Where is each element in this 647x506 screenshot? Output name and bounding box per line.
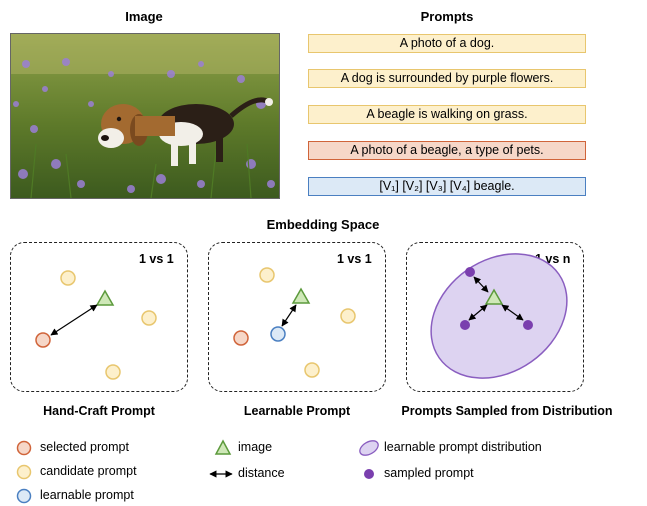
learnable-point [270, 326, 286, 342]
panel-2-title: Learnable Prompt [243, 404, 351, 418]
panel-distribution [406, 242, 584, 392]
distance-arrow [468, 304, 488, 321]
prompt-box-3: A beagle is walking on grass. [308, 105, 586, 124]
legend-sampled-prompt: sampled prompt [384, 466, 474, 480]
image-triangle [95, 289, 115, 306]
image-triangle [291, 287, 311, 304]
panel-3-title: Prompts Sampled from Distribution [401, 404, 613, 418]
legend-selected-prompt: selected prompt [40, 440, 129, 454]
candidate-point [340, 308, 356, 324]
prompt-box-5: [V₁] [V₂] [V₃] [V₄] beagle. [308, 177, 586, 196]
distance-arrow [473, 276, 489, 293]
learnable-prompt-legend-icon [16, 488, 32, 504]
legend-distribution: learnable prompt distribution [384, 440, 542, 454]
candidate-point [141, 310, 157, 326]
panel-3-points [430, 253, 568, 379]
panel-1-points [35, 270, 157, 380]
panel-learnable [208, 242, 386, 392]
prompts-header: Prompts [420, 9, 474, 24]
embedding-space-header: Embedding Space [266, 217, 380, 232]
prompt-box-4: A photo of a beagle, a type of pets. [308, 141, 586, 160]
dog-photo [10, 33, 280, 199]
legend-candidate-prompt: candidate prompt [40, 464, 137, 478]
panel-2-points [233, 267, 356, 378]
sampled-point [465, 267, 475, 277]
prompt-box-1: A photo of a dog. [308, 34, 586, 53]
selected-point [35, 332, 51, 348]
candidate-point [304, 362, 320, 378]
candidate-point [259, 267, 275, 283]
candidate-point [105, 364, 121, 380]
distribution-ellipse-icon [359, 440, 379, 456]
panel-hand-craft [10, 242, 188, 392]
sampled-dot-icon [364, 469, 374, 479]
distance-arrow [50, 304, 98, 336]
legend-distance: distance [238, 466, 285, 480]
selected-point [233, 330, 249, 346]
candidate-point [60, 270, 76, 286]
image-triangle-icon [214, 439, 232, 455]
legend-learnable-prompt: learnable prompt [40, 488, 134, 502]
prompt-box-2: A dog is surrounded by purple flowers. [308, 69, 586, 88]
distance-arrow [281, 304, 297, 327]
legend-icons [16, 439, 379, 504]
sampled-point [523, 320, 533, 330]
sampled-point [460, 320, 470, 330]
selected-prompt-legend-icon [16, 440, 32, 456]
distance-arrow [501, 304, 524, 321]
distribution-ellipse [430, 253, 568, 379]
image-header: Image [125, 9, 163, 24]
panel-1-title: Hand-Craft Prompt [43, 404, 155, 418]
image-triangle [484, 288, 504, 305]
legend-image: image [238, 440, 273, 454]
panel-2-tag: 1 vs 1 [337, 252, 372, 266]
candidate-prompt-legend-icon [16, 464, 32, 480]
panel-1-tag: 1 vs 1 [139, 252, 174, 266]
